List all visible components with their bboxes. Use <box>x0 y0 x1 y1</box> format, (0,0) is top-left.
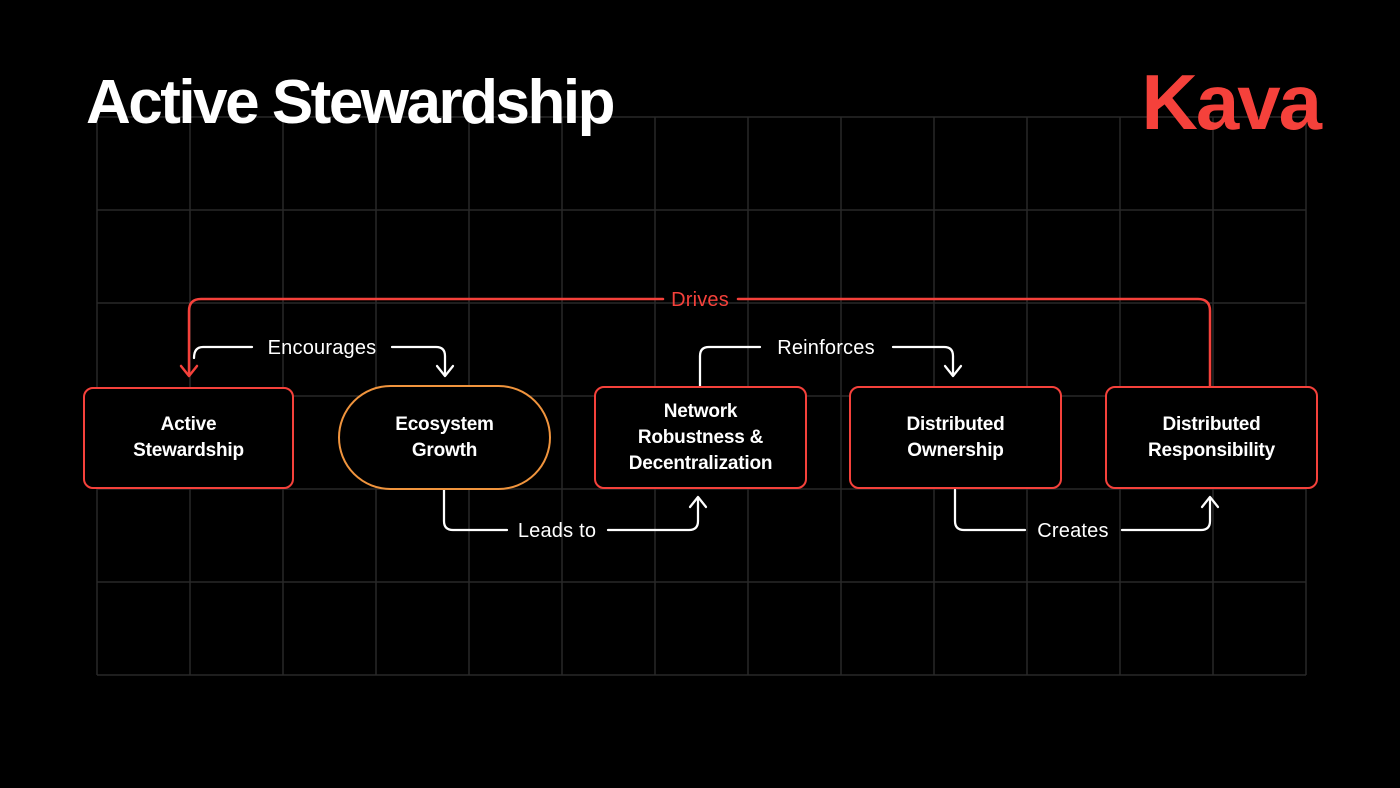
kava-logo: Kava <box>1141 58 1322 146</box>
edge-label-leads-to: Leads to <box>518 520 596 542</box>
node-label: Ecosystem Growth <box>395 413 494 461</box>
node-label: Distributed Ownership <box>906 413 1005 461</box>
edge-label-drives: Drives <box>671 289 729 311</box>
edge-label-reinforces: Reinforces <box>777 337 875 359</box>
node-label: Distributed Responsibility <box>1147 413 1276 461</box>
arrowhead-up-icon <box>1200 495 1220 509</box>
arrowhead-up-icon <box>688 495 708 509</box>
node-ecosystem-growth: Ecosystem Growth <box>338 385 551 490</box>
arrowhead-down-icon <box>943 364 963 378</box>
page-title: Active Stewardship <box>86 68 615 137</box>
edge-reinforces: Reinforces <box>698 337 963 388</box>
edge-label-encourages: Encourages <box>268 337 377 359</box>
node-distributed-responsibility: Distributed Responsibility <box>1105 386 1318 489</box>
arrowhead-down-icon <box>179 364 199 378</box>
node-label: Active Stewardship <box>133 414 244 461</box>
node-label: Network Robustness & Decentralization <box>628 400 773 474</box>
node-network-robustness: Network Robustness & Decentralization <box>594 386 807 489</box>
node-distributed-ownership: Distributed Ownership <box>849 386 1062 489</box>
node-active-stewardship: Active Stewardship <box>83 387 294 489</box>
edge-encourages: Encourages <box>192 337 455 378</box>
edge-label-creates: Creates <box>1037 520 1108 542</box>
arrowhead-down-icon <box>435 364 455 378</box>
edge-drives: Drives <box>179 289 1212 389</box>
edge-leads-to: Leads to <box>442 488 708 542</box>
edge-creates: Creates <box>953 488 1220 542</box>
